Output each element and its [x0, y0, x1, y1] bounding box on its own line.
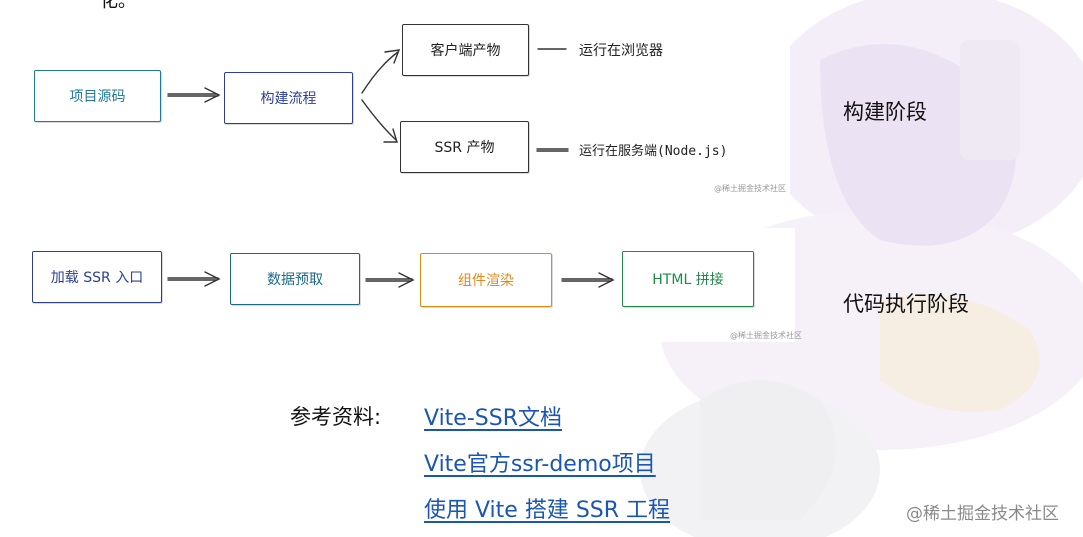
- data-prefetch-box: 数据预取: [230, 253, 360, 305]
- vite-ssr-docs-link[interactable]: Vite-SSR文档: [424, 406, 562, 431]
- client-artifact-label: 客户端产物: [430, 43, 501, 59]
- build-process-box: 构建流程: [224, 72, 353, 124]
- client-run-note: 运行在浏览器: [579, 43, 663, 59]
- source-code-box: 项目源码: [34, 70, 161, 122]
- references-title: 参考资料:: [290, 405, 382, 429]
- ssr-artifact-box: SSR 产物: [400, 121, 529, 173]
- build-process-label: 构建流程: [260, 91, 317, 107]
- component-render-label: 组件渲染: [458, 273, 514, 289]
- vite-ssr-setup-link[interactable]: 使用 Vite 搭建 SSR 工程: [424, 498, 671, 523]
- run-diagram-watermark: @稀土掘金技术社区: [730, 331, 802, 340]
- vite-ssr-demo-link[interactable]: Vite官方ssr-demo项目: [424, 452, 656, 477]
- page-watermark: @稀土掘金技术社区: [906, 504, 1059, 524]
- ssr-artifact-label: SSR 产物: [434, 140, 495, 156]
- load-ssr-entry-box: 加载 SSR 入口: [32, 251, 162, 303]
- data-prefetch-label: 数据预取: [267, 272, 323, 288]
- load-ssr-entry-label: 加载 SSR 入口: [50, 270, 144, 286]
- build-diagram-watermark: @稀土掘金技术社区: [714, 184, 786, 193]
- build-stage-label: 构建阶段: [843, 100, 927, 124]
- top-cut-text: 化。: [100, 0, 136, 12]
- source-code-label: 项目源码: [69, 89, 126, 105]
- client-artifact-box: 客户端产物: [402, 24, 529, 76]
- html-assemble-box: HTML 拼接: [622, 251, 754, 307]
- html-assemble-label: HTML 拼接: [652, 272, 724, 288]
- run-stage-label: 代码执行阶段: [843, 292, 969, 316]
- component-render-box: 组件渲染: [420, 253, 552, 307]
- ssr-run-note: 运行在服务端(Node.js): [579, 144, 728, 159]
